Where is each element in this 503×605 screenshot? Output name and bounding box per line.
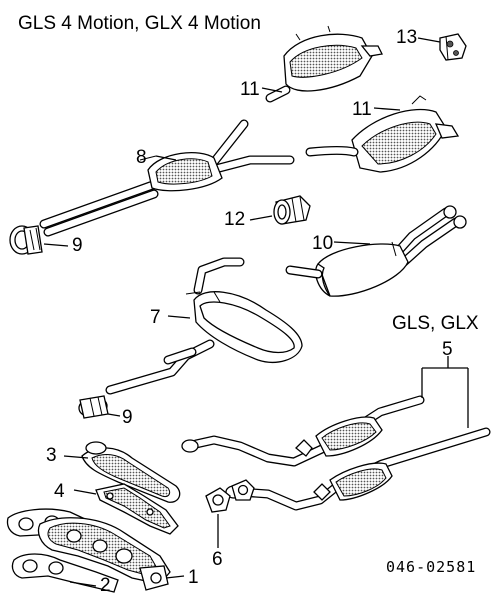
part-11-lower-muffler — [305, 95, 460, 173]
part-3-heat-shield — [81, 441, 181, 503]
callout-2: 2 — [100, 575, 111, 596]
part-7-front-muffler — [105, 257, 303, 395]
callout-9-upper: 9 — [72, 235, 83, 256]
leader-8 — [155, 155, 177, 161]
leader-1 — [165, 575, 185, 579]
part-5-front-pipes — [181, 395, 491, 511]
part-9-upper-clamp — [9, 225, 43, 255]
part-12-hanger — [273, 195, 311, 225]
leader-9-lower — [107, 413, 121, 417]
leader-12 — [249, 215, 273, 221]
part-6-gaskets — [205, 479, 255, 513]
callout-10: 10 — [312, 233, 334, 254]
callout-5: 5 — [442, 339, 453, 360]
callout-1: 1 — [188, 567, 199, 588]
leader-2 — [69, 581, 97, 587]
callout-6: 6 — [212, 549, 223, 570]
title-4motion: GLS 4 Motion, GLX 4 Motion — [18, 13, 261, 34]
callout-9-lower: 9 — [122, 407, 133, 428]
leader-3 — [63, 455, 89, 459]
leader-13 — [417, 37, 441, 43]
part-11-upper-muffler — [265, 25, 383, 103]
callout-8: 8 — [136, 147, 147, 168]
callout-4: 4 — [54, 481, 65, 502]
leader-4 — [73, 489, 97, 495]
callout-11-lower: 11 — [352, 99, 372, 120]
callout-12: 12 — [224, 209, 246, 230]
part-9-lower-clamp — [78, 395, 109, 419]
part-10-muffler — [285, 205, 467, 297]
callout-7: 7 — [150, 307, 161, 328]
leader-10 — [333, 241, 371, 245]
leader-7 — [167, 315, 191, 319]
leader-9-upper — [43, 243, 69, 247]
callout-13: 13 — [396, 27, 418, 48]
leader-11-upper — [261, 87, 283, 93]
title-fwd: GLS, GLX — [392, 313, 479, 334]
figure-code: 046-02581 — [386, 558, 477, 576]
leader-11-lower — [373, 107, 401, 111]
part-1-exhaust-manifold — [37, 517, 171, 591]
leader-5 — [421, 356, 469, 428]
part-8-center-pipe — [39, 119, 295, 237]
callout-11-upper: 11 — [240, 79, 260, 100]
part-13-bracket — [439, 33, 467, 61]
part-4-heat-shield — [95, 483, 179, 535]
callout-3: 3 — [46, 445, 57, 466]
